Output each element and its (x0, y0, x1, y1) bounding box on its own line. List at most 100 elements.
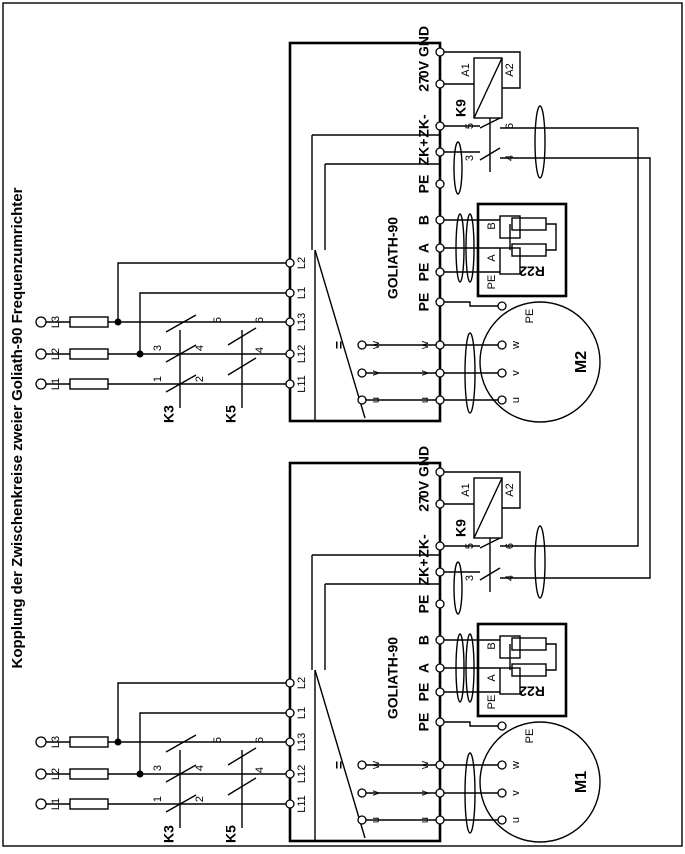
contact-number: 2 (194, 796, 206, 802)
contactor-label: K5 (223, 825, 239, 843)
fuse (69, 768, 109, 780)
strip-terminal (435, 297, 445, 307)
input-label: L11 (296, 375, 308, 393)
output-terminal (357, 788, 367, 798)
resistor-pin-label: A (486, 674, 498, 682)
contact-blade (165, 314, 197, 333)
input-terminal (285, 799, 295, 809)
supply-terminal-l1 (35, 798, 47, 810)
cable-shield (534, 525, 546, 599)
strip-terminal (435, 215, 445, 225)
relay-coil-diagonal (473, 57, 503, 119)
relay-coil-diagonal (473, 477, 503, 539)
contact-number: 1 (152, 376, 164, 382)
wire (444, 721, 498, 727)
strip-label: B (416, 635, 432, 645)
wire (546, 223, 557, 251)
strip-label: ZK- (416, 114, 432, 138)
resistor-pin-label: A (486, 254, 498, 262)
motor-terminal (497, 368, 507, 378)
strip-label: 0V GND (416, 26, 432, 78)
drive-housing (288, 461, 442, 843)
output-terminal (357, 340, 367, 350)
supply-terminal-l2 (35, 348, 47, 360)
strip-terminal (435, 635, 445, 645)
resistor-label: R22 (519, 683, 545, 699)
strip-label: v (419, 790, 431, 796)
motor-pin-label: u (510, 817, 522, 823)
resistor-pin-block (499, 667, 521, 695)
drive-housing (288, 41, 442, 423)
strip-terminal (435, 47, 445, 57)
relay-coil-label: A1 (460, 483, 472, 496)
strip-label: B (416, 215, 432, 225)
strip-label: u (419, 817, 431, 823)
input-terminal (285, 349, 295, 359)
strip-terminal (435, 567, 445, 577)
motor-pin-label: PE (524, 309, 536, 324)
strip-label: PE (416, 175, 432, 194)
drive-label: GOLIATH-90 (385, 217, 401, 299)
contact-number: 3 (152, 765, 164, 771)
motor-label: M1 (573, 771, 590, 793)
strip-label: PE (416, 683, 432, 702)
resistor-element (511, 243, 547, 257)
cable-shield (464, 332, 476, 414)
contact-blade (165, 734, 197, 753)
motor-terminal (497, 760, 507, 770)
strip-label: PE (416, 595, 432, 614)
strip-terminal (435, 147, 445, 157)
input-label: L2 (296, 677, 308, 689)
strip-label: A (416, 663, 432, 673)
contact-blade (165, 764, 197, 783)
resistor-element (511, 637, 547, 651)
strip-label: u (419, 397, 431, 403)
drive-label: GOLIATH-90 (385, 637, 401, 719)
strip-terminal (435, 340, 445, 350)
cable-shield (453, 141, 463, 195)
motor-pin-label: w (510, 341, 522, 350)
rectifier-diagonal (314, 669, 366, 839)
strip-label: w (419, 341, 431, 350)
relay-contact-label: 3 (464, 155, 476, 161)
strip-label: ZK+ (416, 139, 432, 166)
contact-number: 5 (212, 317, 224, 323)
contact-number: 4 (254, 347, 266, 353)
strip-label: PE (416, 713, 432, 732)
motor-label: M2 (573, 351, 590, 373)
contact-number: 2 (194, 376, 206, 382)
strip-terminal (435, 121, 445, 131)
motor-terminal (497, 395, 507, 405)
contact-blade (165, 794, 197, 813)
fuse (69, 798, 109, 810)
input-terminal (285, 678, 295, 688)
strip-label: 27 (416, 496, 432, 512)
motor-terminal (497, 788, 507, 798)
strip-terminal (435, 467, 445, 477)
strip-terminal (435, 788, 445, 798)
strip-terminal (435, 760, 445, 770)
output-terminal (357, 815, 367, 825)
rectifier-diagonal (314, 249, 366, 419)
strip-terminal (435, 663, 445, 673)
input-terminal (285, 769, 295, 779)
converter-symbol: = (331, 761, 347, 769)
contactor-label: K3 (161, 825, 177, 843)
input-label: L12 (296, 765, 308, 783)
input-terminal (285, 708, 295, 718)
fuse (69, 348, 109, 360)
cable-shield (464, 752, 476, 834)
fuse (69, 736, 109, 748)
relay-coil-label: A2 (504, 63, 516, 76)
input-label: L11 (296, 795, 308, 813)
supply-terminal-l1 (35, 378, 47, 390)
resistor-label: R22 (519, 263, 545, 279)
cable-shield (534, 105, 546, 179)
strip-label: w (419, 761, 431, 770)
strip-terminal (435, 179, 445, 189)
input-terminal (285, 288, 295, 298)
